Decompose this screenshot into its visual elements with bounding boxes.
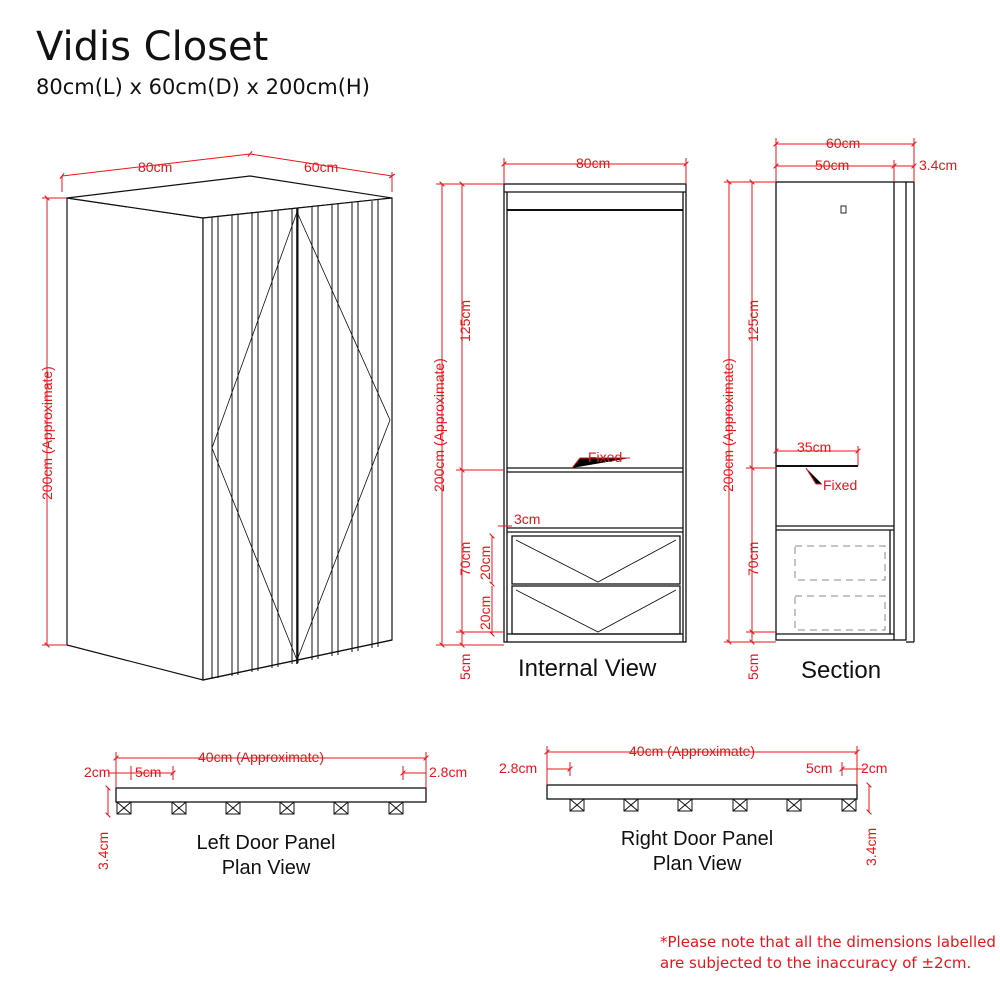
section-depth-label: 60cm [826, 135, 860, 151]
section-shelf-label: 35cm [797, 439, 831, 455]
internal-lower-label: 70cm [457, 542, 473, 576]
right-panel-title-line1: Right Door Panel [621, 828, 773, 850]
section-drawer-bottom [794, 595, 886, 631]
internal-drawer-top-label: 20cm [477, 546, 493, 580]
footnote-line-2: are subjected to the inaccuracy of ±2cm. [660, 954, 972, 972]
right-panel-dimensions [544, 746, 872, 815]
left-panel-thickness-label: 3.4cm [95, 832, 111, 870]
section-inner-label: 50cm [815, 157, 849, 173]
perspective-dimensions [42, 150, 396, 648]
right-panel-edge-left-label: 2.8cm [499, 760, 537, 776]
left-panel-edge-left-label: 2cm [84, 764, 110, 780]
closet-side-face [66, 197, 204, 681]
right-panel-title-line2: Plan View [653, 853, 742, 875]
internal-fixed-label: Fixed [588, 449, 622, 465]
right-door-panel [546, 784, 858, 812]
page-title: Vidis Closet [36, 24, 269, 70]
section-lower-label: 70cm [745, 542, 761, 576]
section-fixed-label: Fixed [823, 477, 857, 493]
section-drawer-top [794, 545, 886, 581]
perspective-depth-label: 60cm [304, 159, 338, 175]
section-base-label: 5cm [745, 654, 761, 680]
right-door-diamond [296, 211, 391, 661]
page-subtitle: 80cm(L) x 60cm(D) x 200cm(H) [36, 75, 370, 99]
left-panel-title-line2: Plan View [222, 857, 311, 879]
internal-view-title: Internal View [518, 655, 657, 682]
left-door-panel [115, 787, 427, 815]
right-panel-width-label: 40cm (Approximate) [629, 743, 755, 759]
left-panel-width-label: 40cm (Approximate) [198, 749, 324, 765]
internal-height-label: 200cm (Approximate) [431, 358, 447, 492]
left-panel-title-line1: Left Door Panel [197, 832, 336, 854]
internal-width-label: 80cm [576, 155, 610, 171]
section-view [775, 181, 915, 643]
perspective-view [66, 175, 393, 681]
left-panel-dimensions [105, 752, 429, 818]
internal-upper-label: 125cm [457, 300, 473, 342]
internal-view [503, 183, 687, 643]
section-height-label: 200cm (Approximate) [720, 358, 736, 492]
section-door-label: 3.4cm [919, 157, 957, 173]
perspective-width-label: 80cm [138, 159, 172, 175]
left-door-diamond [211, 211, 298, 661]
section-title: Section [801, 657, 881, 684]
internal-drawer-bottom-label: 20cm [477, 596, 493, 630]
right-panel-edge-right-label: 2cm [861, 760, 887, 776]
section-dimensions [724, 138, 917, 645]
left-panel-spacing-label: 5cm [135, 764, 161, 780]
internal-base-label: 5cm [457, 654, 473, 680]
drawer-top [511, 535, 681, 585]
internal-gap-label: 3cm [514, 511, 540, 527]
section-frame [775, 181, 907, 641]
footnote-line-1: *Please note that all the dimensions lab… [660, 933, 996, 951]
perspective-height-label: 200cm (Approximate) [39, 366, 55, 500]
internal-dimensions [436, 158, 689, 648]
right-panel-spacing-label: 5cm [806, 760, 832, 776]
footnote: *Please note that all the dimensions lab… [660, 932, 996, 974]
section-upper-label: 125cm [745, 300, 761, 342]
internal-frame [503, 183, 687, 643]
right-panel-thickness-label: 3.4cm [863, 828, 879, 866]
left-panel-edge-right-label: 2.8cm [429, 764, 467, 780]
